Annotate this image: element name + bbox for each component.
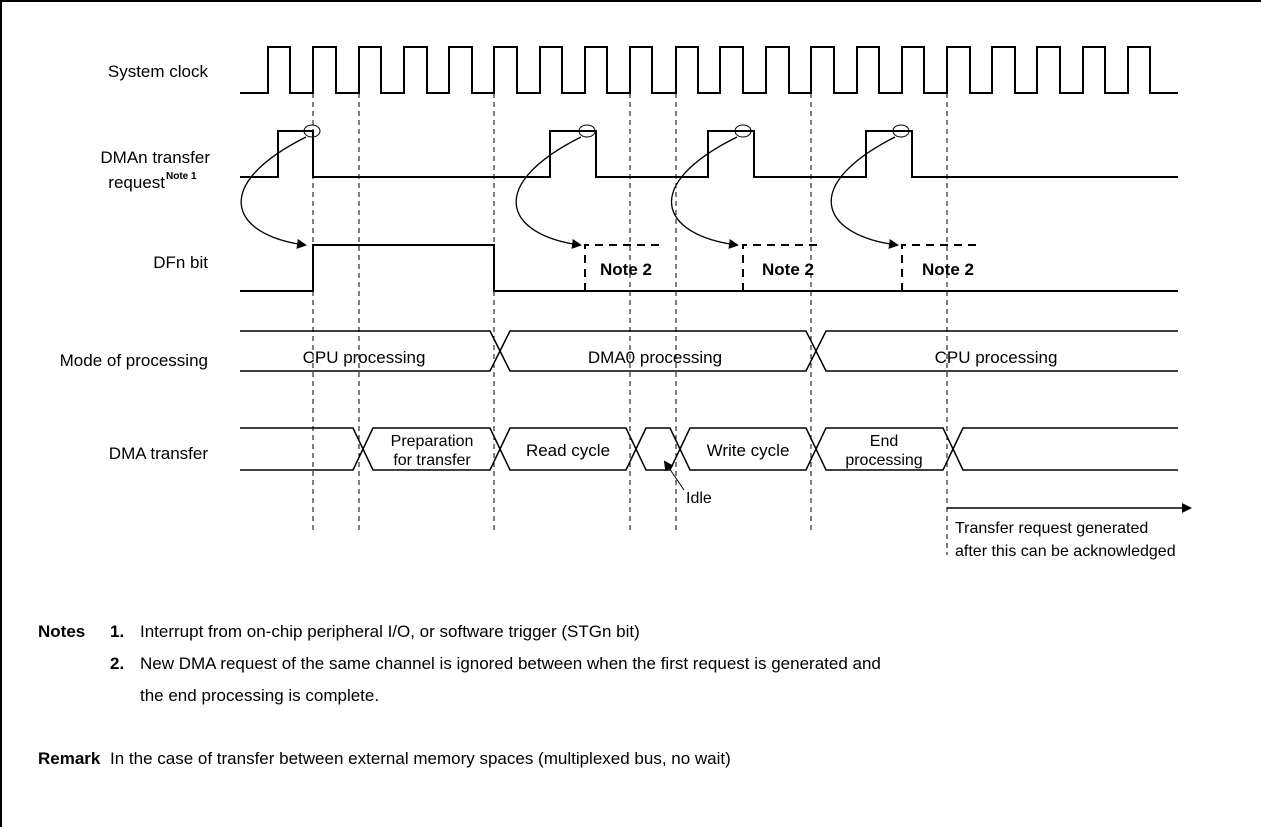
dfn-note2-label: Note 2 (922, 260, 974, 279)
remark-row: Remark In the case of transfer between ex… (38, 743, 731, 775)
note-2-text-line2: the end processing is complete. (140, 686, 380, 705)
mode-cell-cpu-processing-2: CPU processing (935, 348, 1058, 367)
dfn-dashed-pulse (901, 244, 980, 291)
remark-text: In the case of transfer between external… (110, 749, 731, 768)
request-edge-marker (892, 124, 910, 138)
note-2-continuation: the end processing is complete. (38, 680, 881, 712)
signal-label-mode-of-processing: Mode of processing (60, 351, 208, 370)
system-clock-waveform (240, 46, 1178, 94)
dma-cell-write-cycle: Write cycle (707, 441, 790, 460)
note-2-number: 2. (110, 654, 125, 673)
signal-label-system-clock: System clock (108, 62, 209, 81)
request-edge-marker (734, 124, 752, 138)
notes-heading: Notes (38, 622, 86, 641)
request-edge-marker (303, 124, 321, 138)
dma-cell-preparation-line2: for transfer (393, 452, 471, 469)
idle-label: Idle (686, 490, 712, 507)
dma-cell-end-line2: processing (845, 452, 922, 469)
signal-label-dma-request-line1: DMAn transfer (100, 148, 210, 167)
remark-heading: Remark (38, 749, 101, 768)
idle-pointer (663, 460, 685, 491)
dma-cell-preparation-line1: Preparation (391, 433, 474, 450)
dfn-bit-waveform (240, 244, 1178, 292)
mode-of-processing-bus (240, 330, 1178, 372)
note-1-text: Interrupt from on-chip peripheral I/O, o… (140, 622, 640, 641)
dma-transfer-bus (240, 427, 1178, 471)
note-2-text-line1: New DMA request of the same channel is i… (140, 654, 881, 673)
request-edge-marker (578, 124, 596, 138)
signal-label-dma-request-line2: request (108, 173, 165, 192)
mode-cell-dma0-processing: DMA0 processing (588, 348, 722, 367)
dma-cell-end-line1: End (870, 433, 898, 450)
timing-diagram: System clock DMAn transfer request Note … (60, 46, 1192, 560)
request-to-dfn-arrow (671, 136, 739, 249)
note-2-row: 2. New DMA request of the same channel is… (38, 648, 881, 680)
request-to-dfn-arrow (515, 136, 582, 249)
dfn-dashed-pulse (742, 244, 822, 291)
signal-label-dfn-bit: DFn bit (153, 253, 208, 272)
dma-cell-read-cycle: Read cycle (526, 441, 610, 460)
notes-section: Notes 1. Interrupt from on-chip peripheral… (38, 616, 881, 712)
note-1-row: Notes 1. Interrupt from on-chip peripheral… (38, 616, 881, 648)
timing-guide-lines (312, 93, 948, 555)
mode-cell-cpu-processing-1: CPU processing (303, 348, 426, 367)
dma-request-waveform (240, 130, 1178, 178)
signal-label-dma-transfer: DMA transfer (109, 444, 209, 463)
note-1-number: 1. (110, 622, 125, 641)
request-to-dfn-arrow (240, 136, 307, 249)
request-to-dfn-arrow (830, 136, 899, 249)
dfn-note2-label: Note 2 (762, 260, 814, 279)
dfn-note2-label: Note 2 (600, 260, 652, 279)
signal-label-note1-superscript: Note 1 (166, 171, 197, 182)
dfn-dashed-pulse (584, 244, 665, 291)
transfer-request-label-line1: Transfer request generated (955, 520, 1148, 537)
transfer-request-label-line2: after this can be acknowledged (955, 543, 1176, 560)
remark-section: Remark In the case of transfer between ex… (38, 743, 731, 775)
